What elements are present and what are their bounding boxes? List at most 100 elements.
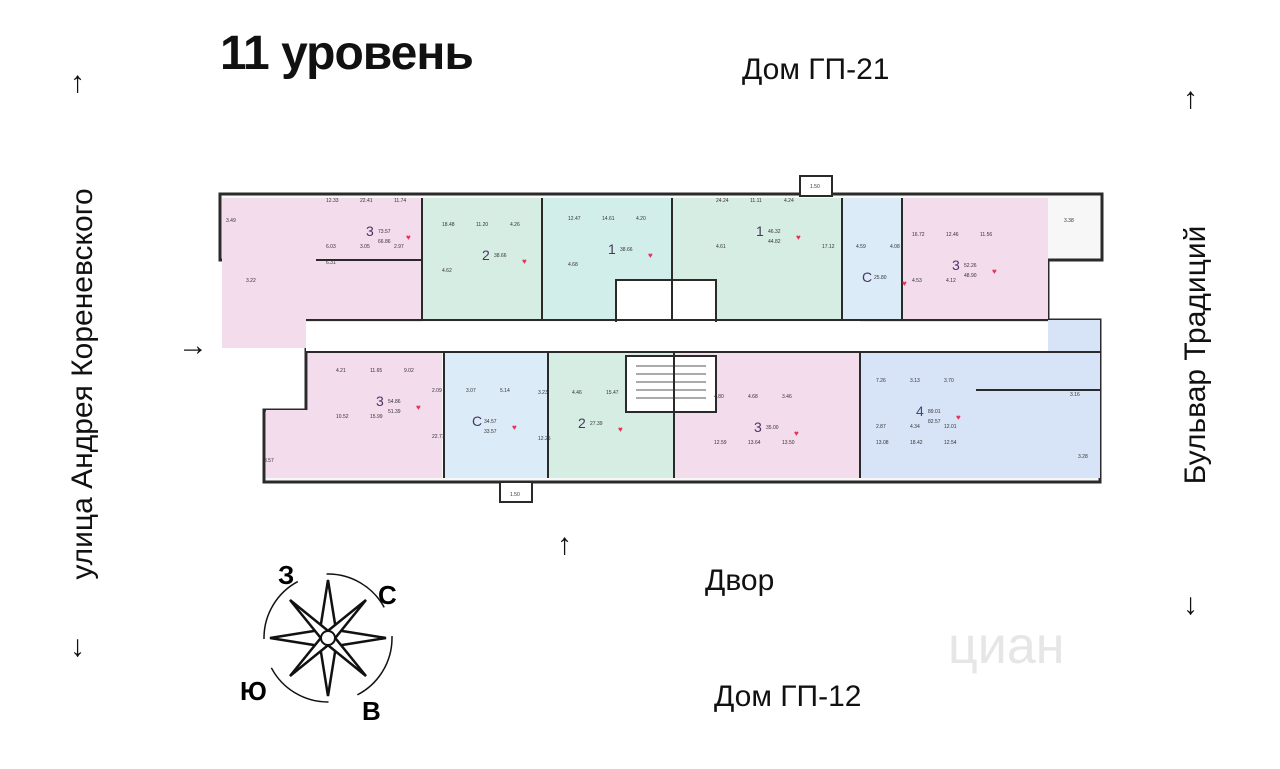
room-area-label: 14.61 bbox=[602, 216, 615, 222]
floor-plan: 3.49 3.22 1.50 3.38 3.16 3.57 1.50 3.28 … bbox=[218, 175, 1104, 503]
balcony-bottom-center bbox=[499, 481, 533, 503]
room-area-label: 11.65 bbox=[370, 368, 382, 374]
heart-icon: ♥ bbox=[648, 251, 653, 260]
room-area-label: 4.62 bbox=[442, 268, 452, 274]
room-area-label: 3.70 bbox=[944, 378, 954, 384]
room-area-label: 12.54 bbox=[944, 440, 957, 446]
apartment-rooms-label: 3 bbox=[376, 393, 384, 409]
room-area-label: 4.26 bbox=[510, 222, 520, 228]
heart-icon: ♥ bbox=[992, 267, 997, 276]
room-area-label: 4.80 bbox=[714, 394, 724, 400]
apartment-a2 bbox=[422, 198, 542, 320]
balcony-label: 3.28 bbox=[1078, 454, 1088, 460]
apartment-area-label: 54.86 bbox=[388, 399, 401, 405]
neighbor-house-bottom-label: Дом ГП-12 bbox=[714, 680, 862, 713]
room-area-label: 18.48 bbox=[442, 222, 455, 228]
apartment-a8 bbox=[444, 352, 548, 478]
apartment-area-label: 73.57 bbox=[378, 229, 391, 235]
side-entrance-arrow-icon: → bbox=[178, 329, 208, 362]
room-area-label: 11.56 bbox=[980, 232, 992, 238]
street-right-label: Бульвар Традиций bbox=[1179, 225, 1212, 485]
heart-icon: ♥ bbox=[794, 429, 799, 438]
apartment-rooms-label: С bbox=[472, 413, 482, 429]
apartment-area-label: 38.66 bbox=[494, 253, 507, 259]
neighbor-house-top-label: Дом ГП-21 bbox=[742, 53, 890, 86]
room-area-label: 13.64 bbox=[748, 440, 761, 446]
room-area-label: 11.11 bbox=[750, 198, 762, 204]
interior-walls bbox=[306, 198, 1100, 478]
room-area-label: 3.07 bbox=[466, 388, 476, 394]
compass-west-label: З bbox=[278, 560, 294, 590]
apartment-living-area-label: 51.39 bbox=[388, 409, 401, 415]
room-area-label: 10.52 bbox=[336, 414, 349, 420]
room-area-label: 13.08 bbox=[876, 440, 889, 446]
room-area-label: 11.74 bbox=[394, 198, 406, 204]
apartment-living-area-label: 33.57 bbox=[484, 429, 497, 435]
balcony-label: 3.57 bbox=[264, 458, 274, 464]
apartment-area-label: 38.66 bbox=[620, 247, 633, 253]
apartment-area-label: 52.26 bbox=[964, 263, 977, 269]
compass-north-label: С bbox=[378, 580, 397, 610]
apartment-area-label: 46.32 bbox=[768, 229, 781, 235]
room-area-label: 12.25 bbox=[538, 436, 551, 442]
street-left-label: улица Андрея Кореневского bbox=[66, 188, 99, 580]
floor-title: 11 уровень bbox=[220, 27, 474, 80]
apartment-rooms-label: 1 bbox=[608, 241, 616, 257]
street-left-up-arrow-icon: ↑ bbox=[70, 66, 85, 99]
room-area-label: 4.24 bbox=[784, 198, 794, 204]
apartment-area-label: 35.00 bbox=[766, 425, 779, 431]
apartment-rooms-label: 3 bbox=[754, 419, 762, 435]
room-area-label: 3.13 bbox=[910, 378, 920, 384]
stair-core bbox=[625, 355, 717, 413]
room-area-label: 3.46 bbox=[782, 394, 792, 400]
apartment-living-area-label: 44.82 bbox=[768, 239, 781, 245]
room-area-label: 12.33 bbox=[326, 198, 339, 204]
heart-icon: ♥ bbox=[796, 233, 801, 242]
room-area-label: 3.05 bbox=[360, 244, 370, 250]
room-area-label: 12.01 bbox=[944, 424, 957, 430]
room-area-label: 3.23 bbox=[538, 390, 548, 396]
heart-icon: ♥ bbox=[512, 423, 517, 432]
balcony-label: 3.16 bbox=[1070, 392, 1080, 398]
street-left-down-arrow-icon: ↓ bbox=[70, 630, 85, 663]
compass-south-label: Ю bbox=[240, 676, 267, 706]
room-area-label: 4.53 bbox=[912, 278, 922, 284]
room-area-label: 6.03 bbox=[326, 244, 336, 250]
room-area-label: 17.12 bbox=[822, 244, 835, 250]
room-area-label: 2.97 bbox=[394, 244, 404, 250]
room-area-label: 4.20 bbox=[636, 216, 646, 222]
yard-entrance-arrow-icon: ↑ bbox=[557, 528, 572, 561]
room-area-label: 4.68 bbox=[568, 262, 578, 268]
room-area-label: 24.24 bbox=[716, 198, 729, 204]
room-area-label: 5.14 bbox=[500, 388, 510, 394]
room-area-label: 6.31 bbox=[326, 260, 336, 266]
room-area-label: 4.61 bbox=[716, 244, 726, 250]
corridor bbox=[306, 322, 1048, 352]
room-area-label: 22.77 bbox=[432, 434, 445, 440]
room-area-label: 4.12 bbox=[946, 278, 956, 284]
compass-rose: З С Ю В bbox=[240, 560, 397, 726]
room-area-label: 12.59 bbox=[714, 440, 727, 446]
apartment-area-label: 25.80 bbox=[874, 275, 887, 281]
apartment-area-label: 27.39 bbox=[590, 421, 603, 427]
apartment-rooms-label: 1 bbox=[756, 223, 764, 239]
balcony-label: 3.38 bbox=[1064, 218, 1074, 224]
heart-icon: ♥ bbox=[406, 233, 411, 242]
apartment-a5 bbox=[842, 198, 902, 320]
room-area-label: 11.20 bbox=[476, 222, 488, 228]
room-area-label: 7.26 bbox=[876, 378, 886, 384]
room-area-label: 15.47 bbox=[606, 390, 619, 396]
elevator-core bbox=[615, 279, 717, 325]
room-area-label: 4.59 bbox=[856, 244, 866, 250]
room-area-label: 4.68 bbox=[748, 394, 758, 400]
balcony-label: 3.49 bbox=[226, 218, 236, 224]
apartment-rooms-label: 3 bbox=[366, 223, 374, 239]
yard-label: Двор bbox=[705, 564, 775, 597]
apartment-living-area-label: 66.86 bbox=[378, 239, 391, 245]
apartment-rooms-label: 2 bbox=[482, 247, 490, 263]
stairs-icon bbox=[636, 365, 706, 399]
balcony-label: 3.22 bbox=[246, 278, 256, 284]
room-area-label: 4.34 bbox=[910, 424, 920, 430]
apartment-a6 bbox=[902, 198, 1048, 320]
